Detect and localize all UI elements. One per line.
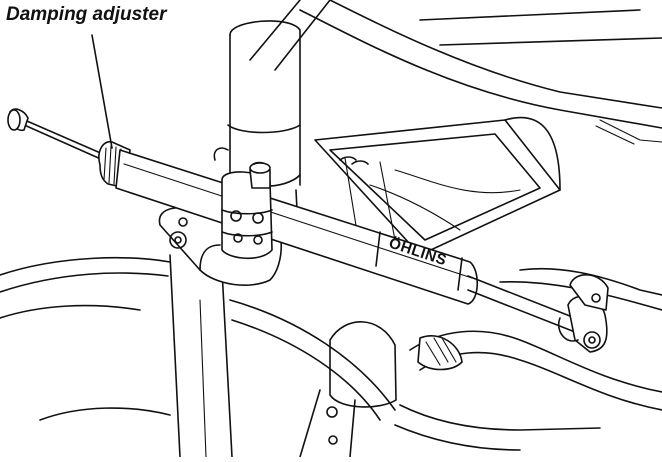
damping-adjuster-label: Damping adjuster [6, 4, 167, 25]
damper-shaft-right [467, 275, 576, 333]
rod-end-mount [558, 274, 609, 353]
fork-lower-tube [169, 254, 233, 458]
frame-gusset [314, 116, 561, 256]
damper-clamp [221, 161, 273, 260]
front-wheel [0, 256, 396, 421]
damper-body [115, 149, 479, 305]
callout-leader [91, 34, 113, 149]
damper-rod [7, 108, 113, 165]
hose-assembly [299, 267, 662, 458]
frame-tubes [249, 0, 662, 145]
